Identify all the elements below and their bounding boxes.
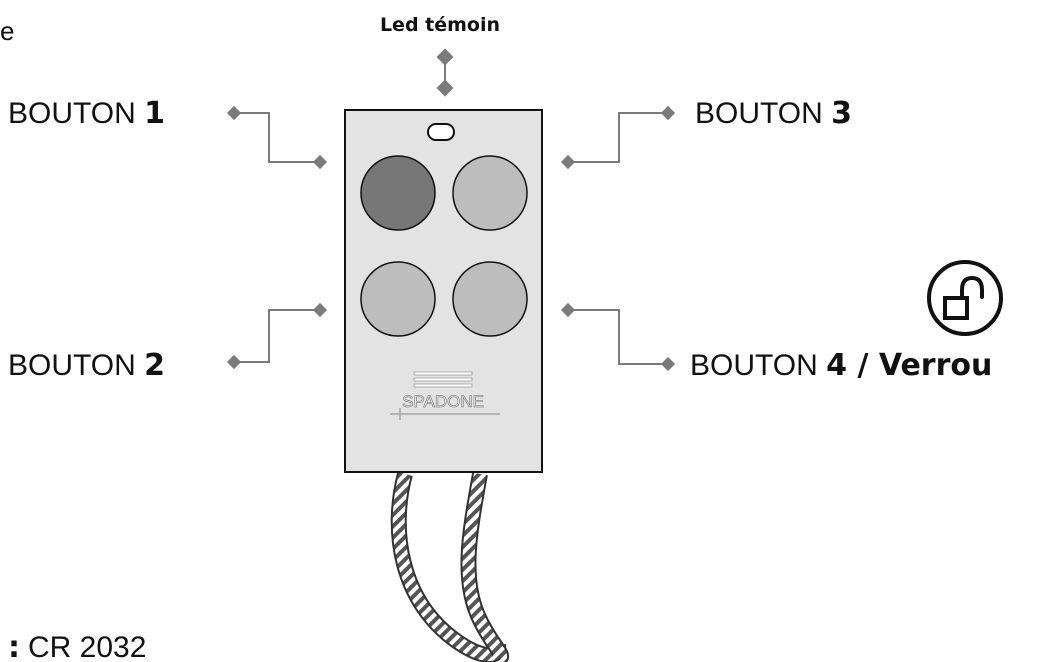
button-1-leader [234,112,320,163]
button-3-label: BOUTON 3 [695,96,852,131]
brand-text: SPADONE [402,392,484,411]
unlocked-padlock-icon [927,260,1003,336]
button-4[interactable] [452,261,528,337]
spadone-logo: SPADONE [390,371,500,420]
button-2-leader [234,309,320,363]
button-1-label: BOUTON 1 [8,96,165,131]
button-2[interactable] [360,261,436,337]
corner-fragment-text: e [0,16,14,46]
led-label: Led témoin [380,14,500,36]
battery-info: :CR 2032 [8,630,146,662]
button-3[interactable] [452,155,528,231]
button-3-leader [568,112,668,163]
button-2-label: BOUTON 2 [8,348,165,383]
button-1[interactable] [360,155,436,231]
button-4-leader [568,309,668,365]
button-4-label: BOUTON 4 / Verrou [690,348,992,383]
led-indicator [427,123,455,141]
led-leader [436,48,454,97]
